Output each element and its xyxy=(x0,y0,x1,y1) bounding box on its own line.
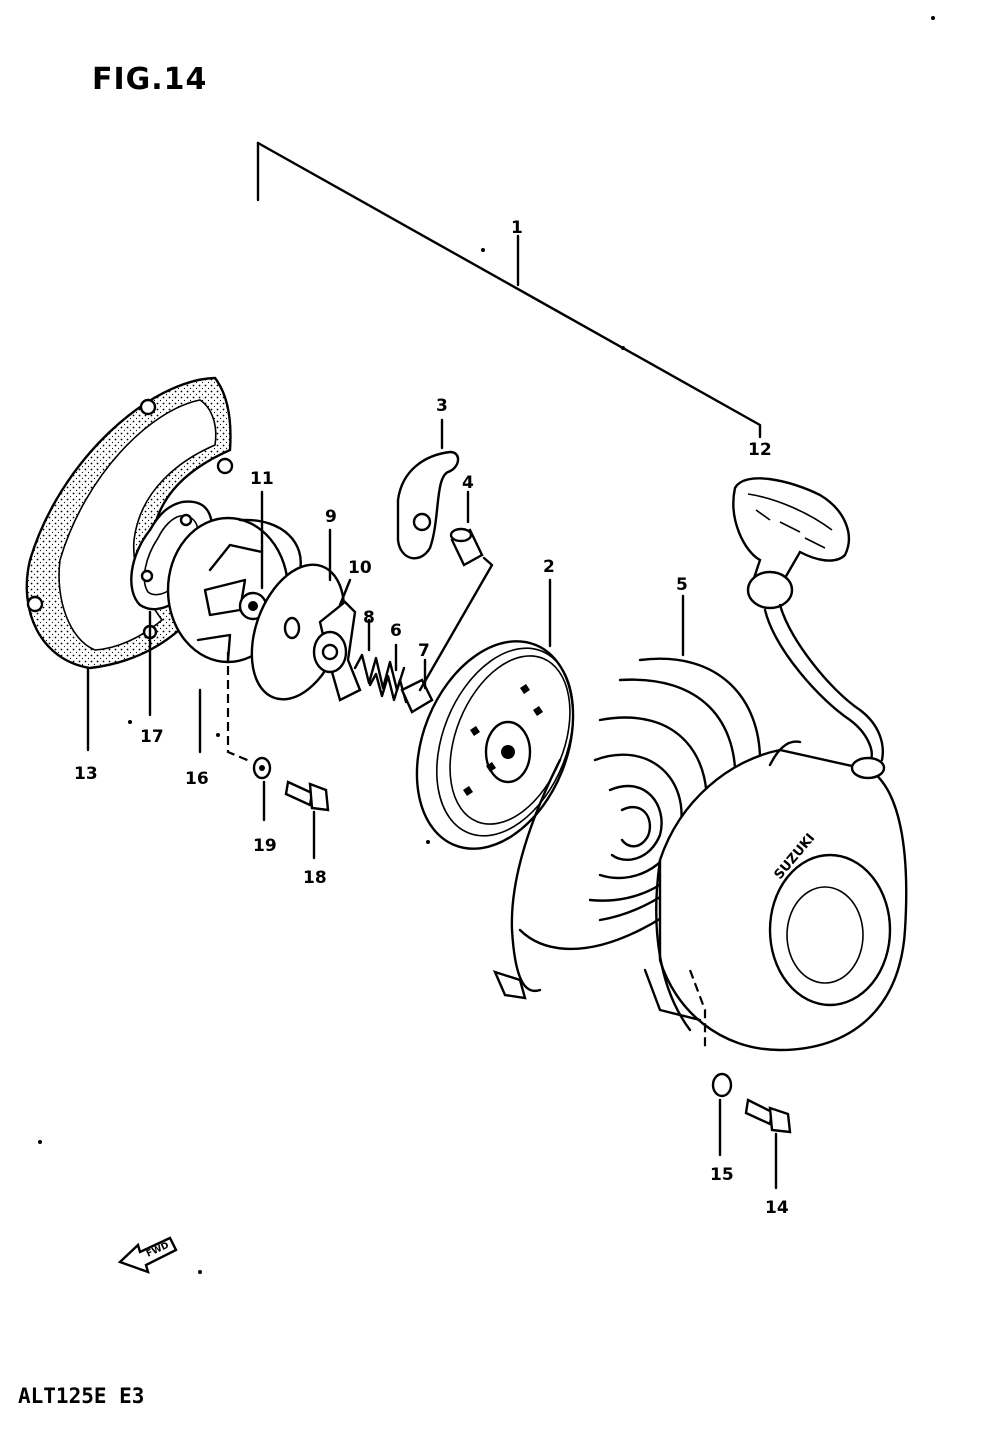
callout-15: 15 xyxy=(710,1165,734,1185)
callout-19: 19 xyxy=(253,836,277,856)
callout-5: 5 xyxy=(676,575,688,595)
reel-part-2 xyxy=(415,578,575,850)
callout-18: 18 xyxy=(303,868,327,888)
figure-title: FIG.14 xyxy=(92,62,208,97)
callout-12: 12 xyxy=(748,440,772,460)
shaft-part-7 xyxy=(400,658,434,714)
spring-part-8 xyxy=(353,618,406,692)
callout-16: 16 xyxy=(185,769,209,789)
handle-part-12 xyxy=(732,477,886,780)
callout-labels: 1 2 3 4 5 6 7 8 9 10 11 12 13 14 15 16 1… xyxy=(74,218,789,1218)
callout-7: 7 xyxy=(418,641,430,661)
callout-4: 4 xyxy=(462,473,474,493)
scan-specks xyxy=(38,16,935,1274)
ratchet-part-10 xyxy=(312,578,362,702)
fwd-arrow-icon: FWD xyxy=(117,1236,178,1274)
gasket-part-13 xyxy=(25,376,234,752)
callout-10: 10 xyxy=(348,558,372,578)
assembly-bracket xyxy=(256,141,762,439)
callout-2: 2 xyxy=(543,557,555,577)
pawl-part-3 xyxy=(396,418,460,560)
callout-9: 9 xyxy=(325,507,337,527)
bolt-part-18 xyxy=(284,780,330,860)
callout-8: 8 xyxy=(363,608,375,628)
model-code: ALT125E E3 xyxy=(18,1384,145,1408)
callout-14: 14 xyxy=(765,1198,789,1218)
callout-6: 6 xyxy=(390,621,402,641)
pin-part-4 xyxy=(418,490,494,692)
spring-part-6 xyxy=(368,643,408,704)
callout-17: 17 xyxy=(140,727,164,747)
starter-case: SUZUKI xyxy=(643,740,908,1052)
callout-1: 1 xyxy=(511,218,523,238)
callout-11: 11 xyxy=(250,469,274,489)
callout-13: 13 xyxy=(74,764,98,784)
washer-part-19 xyxy=(226,652,272,822)
washer-part-15 xyxy=(688,969,733,1157)
bolt-part-14 xyxy=(744,1098,792,1190)
callout-3: 3 xyxy=(436,396,448,416)
